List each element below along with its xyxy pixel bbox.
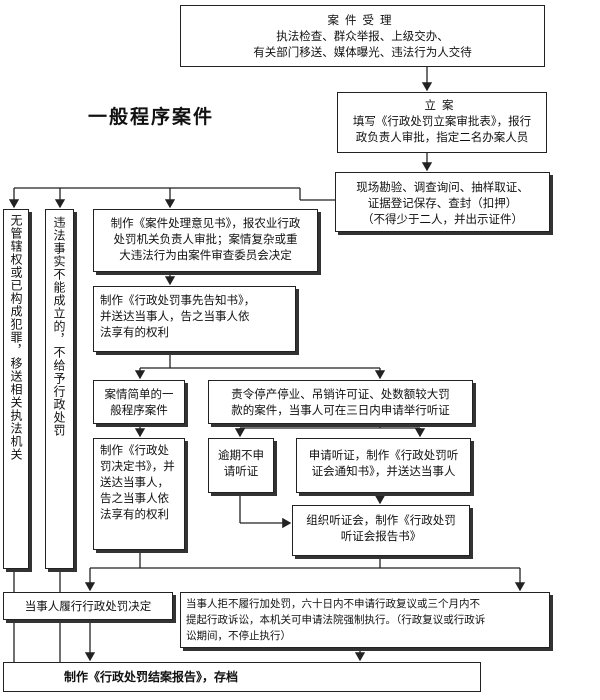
apply-hearing-box: 申请听证，制作《行政处罚听 证会通知书》，并送达当事人 — [296, 438, 471, 493]
hold-hearing-line2: 听证会报告书》 — [340, 529, 422, 543]
opinion-box: 制作《案件处理意见书》，报农业行政 处罚机关负责人审批；案情复杂或重 大违法行为… — [93, 209, 318, 272]
case-accept-line1: 执法检查、群众举报、上级交办、 — [276, 29, 449, 43]
hearing-right-line1: 责令停产停业、吊销许可证、处数额较大罚 — [231, 387, 450, 401]
investigation-line1: 现场勘验、调查询问、抽样取证、 — [356, 180, 529, 194]
investigation-line2: 证据登记保存、查封（扣押） — [367, 196, 518, 210]
hold-hearing-box: 组织听证会，制作《行政处罚 听证会报告书》 — [292, 505, 470, 556]
opinion-line3: 大违法行为由案件审查委员会决定 — [119, 248, 292, 262]
investigation-line3: （不得少于二人，并出示证件） — [362, 212, 523, 226]
decision-line1: 制作《行政处 — [100, 443, 169, 457]
hearing-right-box: 责令停产停业、吊销许可证、处数额较大罚 款的案件，当事人可在三日内申请举行听证 — [208, 380, 473, 424]
case-accept-heading: 案件受理 — [327, 13, 398, 27]
refuse-line2: 提起行政诉讼，本机关可申请法院强制执行。（行政复议或行政诉 — [186, 614, 486, 626]
overdue-line1: 逾期不申 — [218, 448, 264, 462]
decision-line2: 罚决定书》，并 — [100, 459, 175, 473]
filing-box: 立案 填写《行政处罚立案审批表》，报行 政负责人审批，指定二名办案人员 — [337, 92, 547, 153]
apply-hearing-line1: 申请听证，制作《行政处罚听 — [308, 448, 459, 462]
simple-case-line2: 般程序案件 — [110, 403, 168, 417]
refuse-box: 当事人拒不履行加处罚，六十日内不申请行政复议或三个月内不 提起行政诉讼，本机关可… — [180, 592, 550, 648]
refuse-line1: 当事人拒不履行加处罚，六十日内不申请行政复议或三个月内不 — [186, 598, 480, 610]
overdue-box: 逾期不申 请听证 — [208, 438, 274, 493]
no-fact-box: 违法事实不能成立的，不给予行政处罚 — [45, 209, 74, 569]
simple-case-box: 案情简单的一 般程序案件 — [93, 380, 185, 424]
overdue-line2: 请听证 — [223, 464, 259, 478]
case-accept-box: 案件受理 执法检查、群众举报、上级交办、 有关部门移送、媒体曝光、违法行为人交待 — [180, 5, 545, 67]
decision-line3: 送达当事人， — [100, 475, 169, 489]
opinion-line1: 制作《案件处理意见书》，报农业行政 — [110, 216, 301, 230]
investigation-box: 现场勘验、调查询问、抽样取证、 证据登记保存、查封（扣押） （不得少于二人，并出… — [335, 172, 550, 232]
hearing-right-line2: 款的案件，当事人可在三日内申请举行听证 — [231, 403, 450, 417]
no-jurisdiction-box: 无管辖权或已构成犯罪，移送相关执法机关 — [3, 209, 29, 569]
decision-line4: 告之当事人依 — [100, 491, 169, 505]
no-jurisdiction-text: 无管辖权或已构成犯罪，移送相关执法机关 — [9, 214, 23, 461]
decision-box: 制作《行政处 罚决定书》，并 送达当事人， 告之当事人依 法享有的权利 — [93, 438, 185, 550]
hold-hearing-line1: 组织听证会，制作《行政处罚 — [306, 513, 456, 527]
filing-line1: 填写《行政处罚立案审批表》，报行 — [352, 114, 532, 128]
refuse-line3: 讼期间，不停止执行） — [186, 630, 291, 642]
page-title: 一般程序案件 — [88, 106, 215, 128]
case-accept-line2: 有关部门移送、媒体曝光、违法行为人交待 — [253, 45, 472, 59]
apply-hearing-line2: 证会通知书》，并送达当事人 — [311, 464, 456, 478]
no-fact-text: 违法事实不能成立的，不给予行政处罚 — [52, 216, 66, 437]
close-report-box: 制作《行政处罚结案报告》，存档 — [3, 662, 481, 692]
simple-case-line1: 案情简单的一 — [104, 387, 174, 401]
notice-line2: 并送达当事人，告之当事人依 — [100, 309, 250, 323]
opinion-line2: 处罚机关负责人审批；案情复杂或重 — [113, 232, 298, 246]
notice-line1: 制作《行政处罚事先告知书》， — [100, 293, 256, 307]
decision-line5: 法享有的权利 — [100, 507, 169, 521]
notice-box: 制作《行政处罚事先告知书》， 并送达当事人，告之当事人依 法享有的权利 — [93, 286, 296, 352]
filing-heading: 立案 — [424, 98, 460, 112]
notice-line3: 法享有的权利 — [100, 325, 169, 339]
filing-line2: 政负责人审批，指定二名办案人员 — [355, 130, 529, 144]
fulfill-box: 当事人履行行政处罚决定 — [3, 592, 173, 620]
